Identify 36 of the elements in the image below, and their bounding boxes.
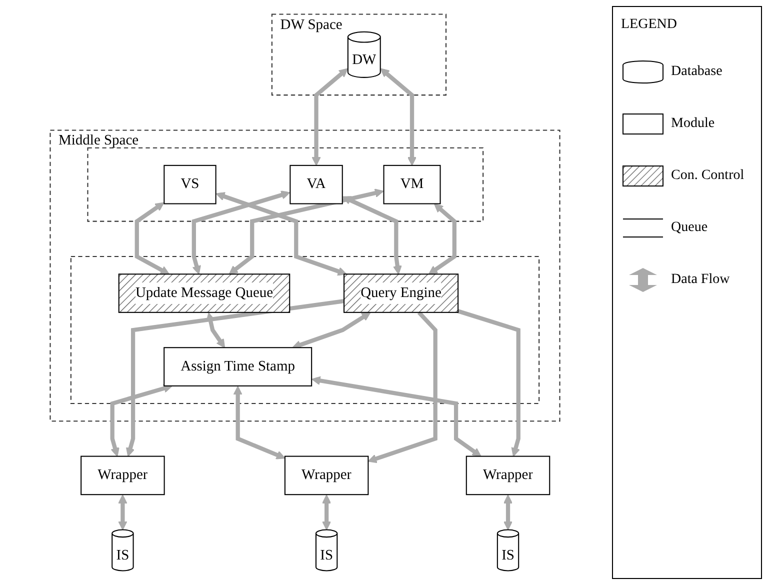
legend-label: Module <box>671 116 715 132</box>
arrow <box>126 299 344 457</box>
legend-label: Queue <box>671 220 708 236</box>
arrow <box>192 190 290 275</box>
node-box: Query Engine <box>344 274 459 313</box>
node-box: Update Message Queue <box>118 274 290 313</box>
arrow <box>110 384 172 457</box>
arrow <box>134 202 170 275</box>
arrow <box>342 196 402 275</box>
arrow <box>206 312 226 348</box>
arrow <box>312 68 348 166</box>
arrow <box>428 204 456 275</box>
legend-label: Database <box>671 64 722 80</box>
arrow <box>312 376 482 457</box>
legend-label: Con. Control <box>671 168 744 184</box>
arrow <box>233 386 286 460</box>
legend-heading: LEGEND <box>621 17 678 33</box>
node-box: VA <box>290 164 343 204</box>
arrow <box>368 311 438 464</box>
node-box: VM <box>383 164 441 204</box>
arrow <box>322 494 332 530</box>
arrow <box>216 192 347 276</box>
node-box: Wrapper <box>466 456 550 496</box>
arrow <box>503 494 513 530</box>
arrow <box>457 309 520 457</box>
arrow <box>380 68 417 166</box>
cluster <box>70 256 540 404</box>
node-box: VS <box>164 164 216 204</box>
arrow <box>228 188 384 275</box>
legend-label: Data Flow <box>671 272 730 288</box>
arrow <box>292 312 371 350</box>
cluster <box>87 147 484 222</box>
arrow <box>118 494 128 530</box>
node-box: Wrapper <box>284 456 369 496</box>
node-box: Wrapper <box>80 456 165 496</box>
node-box: Assign Time Stamp <box>164 347 312 386</box>
